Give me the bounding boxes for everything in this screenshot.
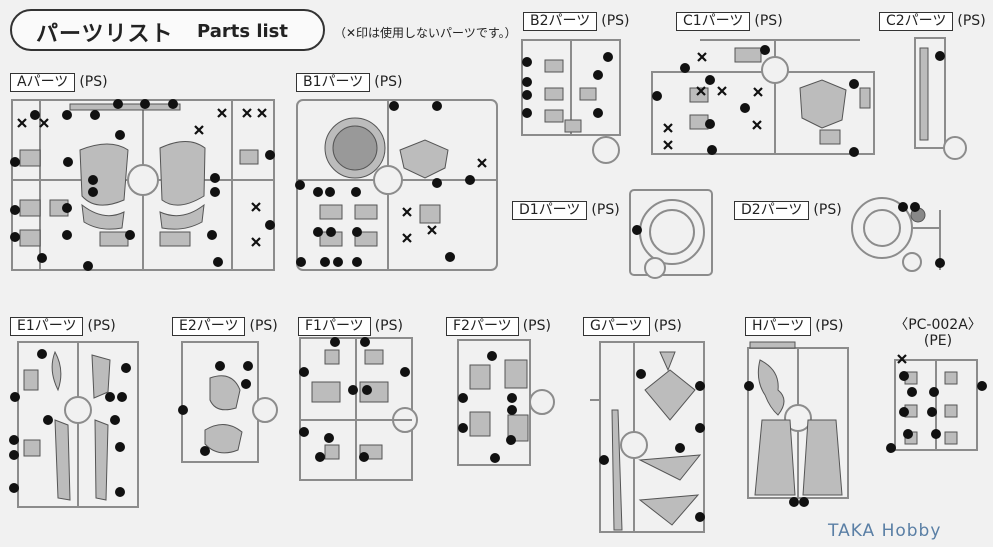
part-a-block-6 (99, 231, 129, 247)
runner-e2-frame (181, 341, 278, 463)
runner-g-frame (590, 341, 705, 533)
runner-a-frame (11, 99, 275, 271)
part-f1-block-5 (324, 444, 340, 460)
part-a-shoulder-right (159, 141, 206, 206)
part-f1-block-1 (311, 381, 341, 403)
runner-b2-frame (521, 39, 621, 164)
part-b2-block-3 (544, 109, 564, 123)
runner-c2-frame (914, 37, 967, 160)
runner-f2-frame (457, 339, 555, 466)
part-b2-block-1 (544, 59, 564, 73)
part-c1-block-3 (734, 47, 762, 63)
part-h-skirt-right (802, 419, 843, 496)
part-a-shoulder-left (79, 143, 129, 206)
part-a-block-5 (239, 149, 259, 165)
part-e1-shield (91, 354, 111, 399)
runner-e1-frame (17, 341, 139, 508)
label-runner-b2: B2パーツ(PS) (523, 12, 630, 31)
watermark: TAKA Hobby (828, 521, 942, 541)
part-e2-chin (204, 424, 243, 454)
part-e1-block-1 (23, 369, 39, 391)
runner-f1-frame (299, 337, 418, 481)
label-runner-f2: F2パーツ(PS) (446, 317, 551, 336)
part-g-crest (644, 369, 696, 421)
parts-list-header: パーツリスト Parts list (10, 9, 325, 51)
part-e2-head (209, 375, 241, 411)
part-b1-disc-inner (332, 125, 378, 171)
runner-d2-frame (851, 197, 941, 272)
part-number-markers (9, 45, 987, 522)
part-a-bar (69, 103, 181, 111)
label-runner-d2: D2パーツ(PS) (734, 201, 842, 220)
part-b2-block-5 (564, 119, 582, 133)
label-runner-e1: E1パーツ(PS) (10, 317, 116, 336)
part-pc-2 (944, 371, 958, 385)
part-f1-block-4 (364, 349, 384, 365)
part-pc-4 (944, 404, 958, 418)
part-g-wing (638, 454, 702, 481)
part-f2-block-1 (469, 364, 491, 390)
part-e1-leg-right (94, 419, 109, 501)
label-runner-h: Hパーツ(PS) (745, 317, 844, 336)
part-b1-block-3 (354, 204, 378, 220)
part-c2-blade (919, 47, 929, 141)
part-h-flame (757, 359, 785, 416)
unused-part-crosses (17, 52, 907, 364)
part-b1-block-1 (319, 204, 343, 220)
part-h-bar (749, 341, 796, 349)
part-f2-block-2 (504, 359, 528, 389)
unused-note: （✕印は使用しないパーツです。） (334, 26, 517, 40)
runner-h-frame (747, 347, 849, 499)
part-a-armor-right (159, 203, 205, 230)
part-a-block-1 (19, 149, 41, 167)
part-b2-block-4 (579, 87, 597, 101)
part-e1-block-2 (23, 439, 41, 457)
part-a-block-7 (159, 231, 191, 247)
part-g-horn (659, 351, 676, 372)
part-a-block-2 (19, 199, 41, 217)
title-jp: パーツリスト (36, 22, 174, 47)
label-runner-e2: E2パーツ(PS) (172, 317, 278, 336)
part-c1-block-2 (689, 114, 709, 130)
part-f2-block-3 (469, 411, 491, 437)
part-b1-block-5 (419, 204, 441, 224)
label-runner-g: Gパーツ(PS) (583, 317, 682, 336)
part-b1-chest (399, 139, 449, 179)
label-runner-c1: C1パーツ(PS) (676, 12, 783, 31)
label-runner-a: Aパーツ(PS) (10, 73, 108, 92)
label-runner-d1: D1パーツ(PS) (512, 201, 620, 220)
part-g-blade (638, 494, 700, 526)
part-c1-block-4 (819, 129, 841, 145)
part-c1-chest (799, 79, 847, 129)
part-a-block-4 (19, 229, 41, 247)
part-f1-block-3 (324, 349, 340, 365)
runner-b1-frame (296, 99, 498, 271)
label-runner-b1: B1パーツ(PS) (296, 73, 403, 92)
runner-c1-frame (651, 39, 875, 155)
runner-d1-frame (629, 189, 713, 279)
part-a-armor-left (81, 203, 125, 230)
part-pc-6 (944, 431, 958, 445)
part-e1-leg-left (54, 419, 71, 501)
part-e1-fin-1 (51, 350, 62, 392)
part-f2-block-4 (507, 414, 529, 442)
title-en: Parts list (197, 21, 288, 42)
label-runner-f1: F1パーツ(PS) (298, 317, 403, 336)
part-g-spear (611, 409, 623, 531)
part-c1-block-5 (859, 87, 871, 109)
label-runner-c2: C2パーツ(PS) (879, 12, 986, 31)
part-h-skirt-left (754, 419, 796, 496)
label-pc-002a: 〈PC-002A〉 (PE) (894, 317, 982, 349)
part-b2-block-2 (544, 87, 564, 101)
